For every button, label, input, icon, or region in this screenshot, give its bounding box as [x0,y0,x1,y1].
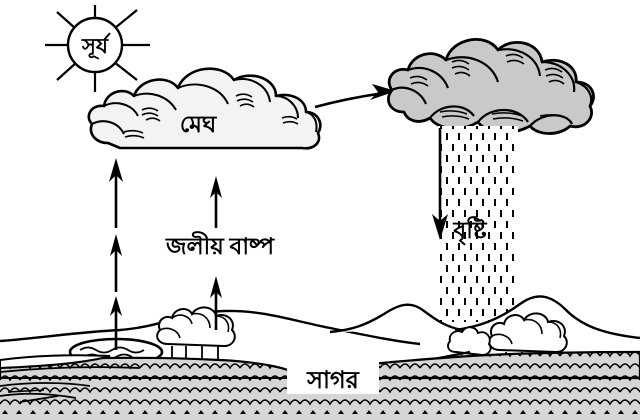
arrow-down-icon [432,128,448,240]
rock-strata [0,354,141,403]
water-vapor-label: জলীয় বাষ্প [165,231,275,259]
rain-label: বৃষ্টি [452,216,487,245]
sea-label: সাগর [306,368,360,394]
sun-icon [45,5,150,92]
transport-arrow-icon [314,84,396,109]
cloud-icon [87,67,322,150]
arrow-up-icon [110,234,122,292]
sun-label: সূর্য [81,32,111,59]
arrow-up-icon [109,158,123,228]
sea-label-box [287,362,379,394]
arrow-up-icon [110,296,122,350]
cloud-label: মেঘ [180,112,217,137]
rain-cloud-icon [387,38,595,135]
arrow-up-icon [210,276,222,330]
arrow-up-icon [210,176,222,228]
rain-streaks-icon [438,126,518,322]
